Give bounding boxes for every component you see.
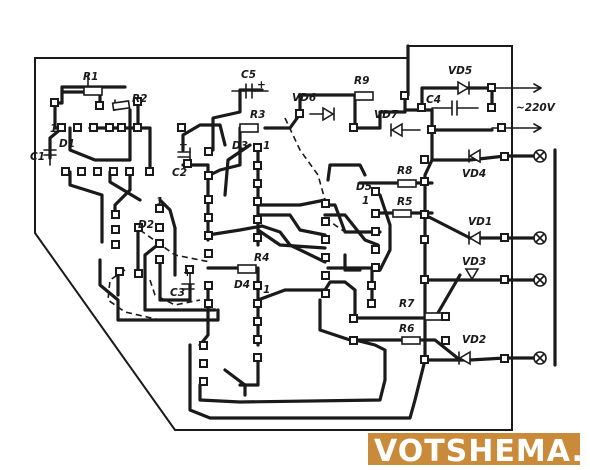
- capacitor-c2: [177, 151, 191, 158]
- resistor-r3: [239, 123, 259, 133]
- diode-vd7: [390, 122, 421, 138]
- label-c3: C3: [170, 287, 185, 299]
- solder-pads: [50, 83, 509, 386]
- label-plus-c3: +: [183, 267, 192, 279]
- label-d4: D4: [234, 279, 250, 291]
- label-vd5: VD5: [448, 65, 472, 77]
- diodes: [309, 80, 486, 366]
- lamp-indicators: [533, 149, 547, 365]
- label-c2: C2: [172, 167, 187, 179]
- watermark-text: VOTSHEMA.RU: [374, 434, 590, 469]
- resistor-r4: [237, 264, 257, 274]
- label-vd7: VD7: [374, 109, 399, 121]
- label-plus-c5: +: [257, 79, 266, 91]
- label-pin1-d3: 1: [263, 140, 270, 152]
- label-r1: R1: [83, 71, 98, 83]
- label-vd4: VD4: [462, 168, 486, 180]
- label-d5: D5: [356, 181, 372, 193]
- resistor-r9: [354, 91, 374, 101]
- diode-vd4: [468, 148, 481, 164]
- label-r5: R5: [397, 196, 412, 208]
- label-r2: R2: [132, 93, 147, 105]
- label-vd6: VD6: [292, 92, 316, 104]
- label-r8: R8: [397, 165, 412, 177]
- capacitor-c4: [431, 100, 479, 116]
- label-d1: D1: [59, 138, 75, 150]
- lamp-2: [533, 231, 547, 245]
- resistor-r6: [401, 336, 421, 345]
- capacitors: [43, 83, 479, 290]
- label-r3: R3: [250, 109, 265, 121]
- lamp-3: [533, 273, 547, 287]
- lamp-4: [533, 351, 547, 365]
- resistor-r1: [83, 86, 103, 96]
- label-c4: C4: [426, 94, 441, 106]
- label-vd3: VD3: [462, 256, 486, 268]
- capacitor-c1: [43, 137, 57, 166]
- label-pin1-d5: 1: [362, 195, 369, 207]
- diode-vd2: [458, 350, 471, 366]
- label-r7: R7: [399, 298, 415, 310]
- diode-vd3: [464, 268, 480, 281]
- label-d2: D2: [138, 219, 154, 231]
- mains-arrows: [491, 83, 542, 133]
- label-mains: ~220V: [516, 102, 556, 114]
- capacitor-c3: [181, 283, 195, 290]
- label-d3: D3: [232, 140, 248, 152]
- resistor-r8: [397, 179, 417, 188]
- resistor-r7: [424, 312, 444, 321]
- resistor-r5: [392, 209, 412, 218]
- capacitor-c5: [231, 83, 269, 99]
- site-watermark: VOTSHEMA.RU: [368, 433, 590, 469]
- label-pin1-d4: 1: [263, 284, 270, 296]
- diode-vd1: [468, 230, 481, 246]
- label-r6: R6: [399, 323, 414, 335]
- lamp-1: [533, 149, 547, 163]
- resistor-r2: [111, 100, 131, 111]
- label-vd2: VD2: [462, 334, 486, 346]
- label-r9: R9: [354, 75, 369, 87]
- diode-vd5: [439, 80, 486, 96]
- label-pin1-d1: 1: [50, 123, 57, 135]
- label-r4: R4: [254, 252, 269, 264]
- lamp-bus: [506, 148, 557, 367]
- diode-vd6: [309, 106, 335, 122]
- label-plus-c2: +: [179, 139, 188, 151]
- resistors: [83, 86, 444, 345]
- label-pin1-d2: 1: [156, 196, 163, 208]
- label-c5: C5: [241, 69, 256, 81]
- label-vd1: VD1: [468, 216, 492, 228]
- component-labels: R1 R2 C1 D1 1 C5 + R3 C2 + D3 1 VD6 R9 V…: [30, 65, 556, 346]
- label-c1: C1: [30, 151, 45, 163]
